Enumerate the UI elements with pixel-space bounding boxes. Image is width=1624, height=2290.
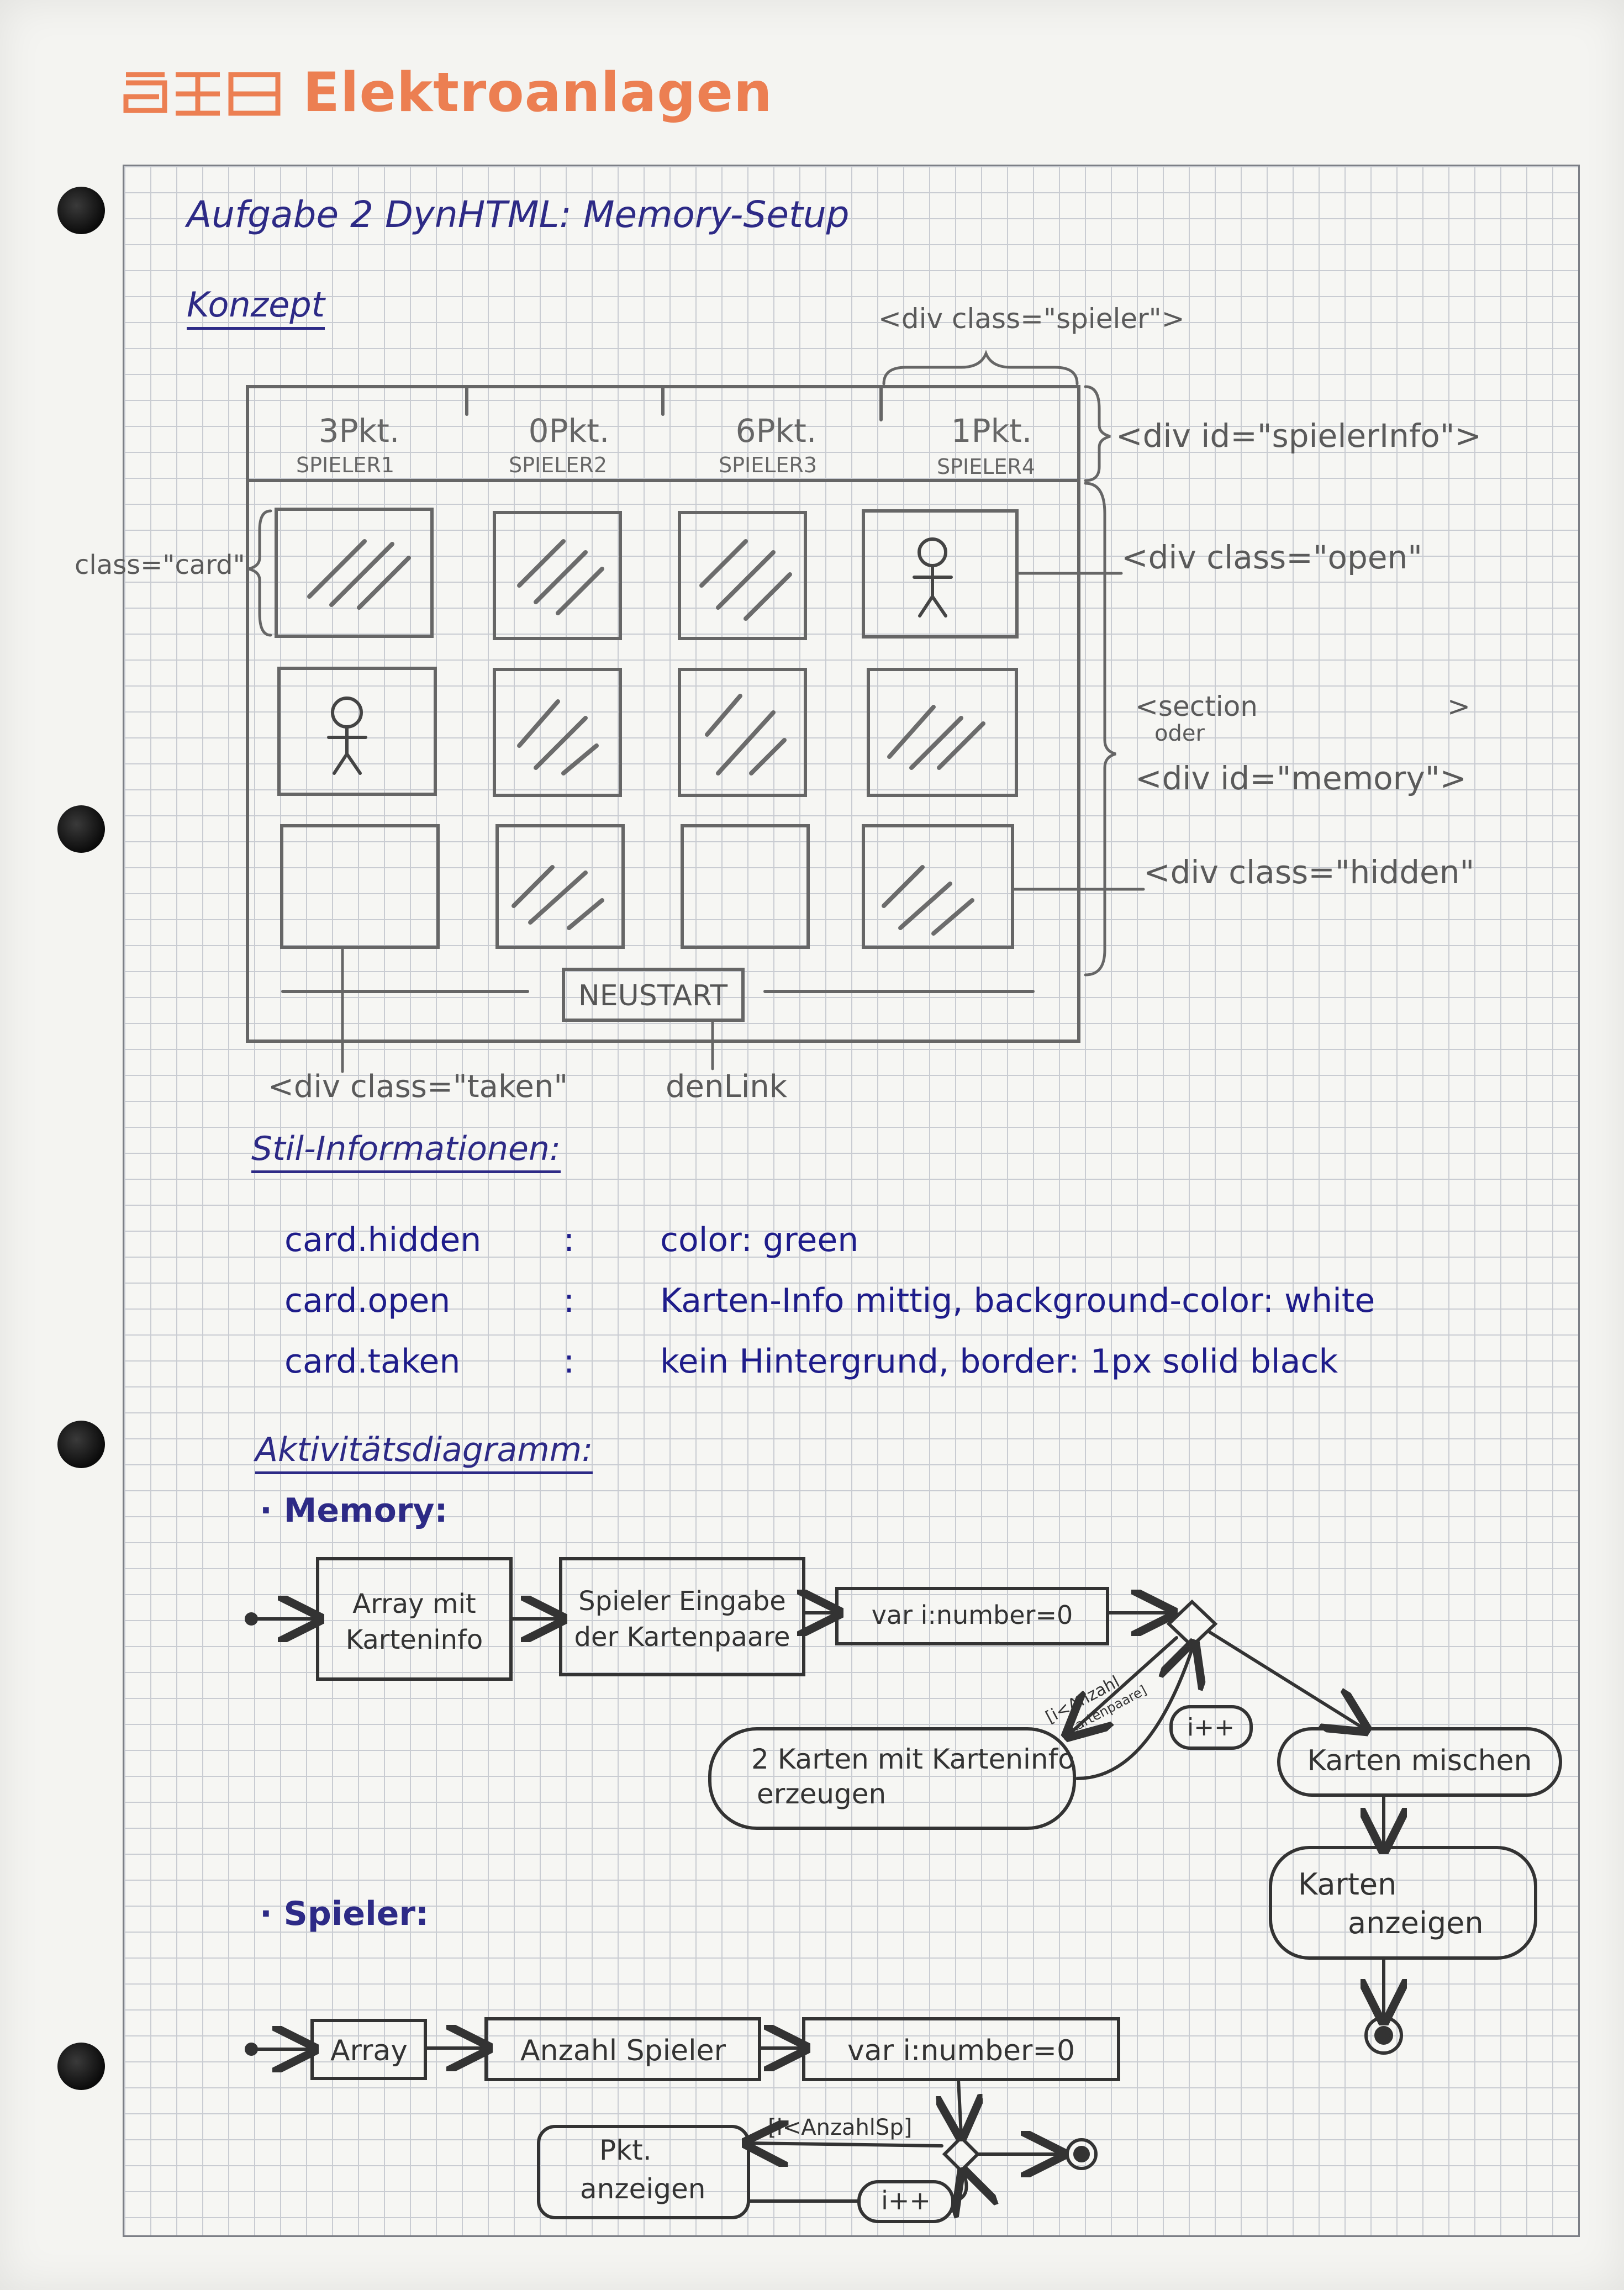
- annotation-div-taken: <div class="taken": [268, 1069, 568, 1105]
- player-points: 1Pkt.: [951, 412, 1032, 450]
- style-separator: :: [563, 1221, 575, 1259]
- memory-create-line2: erzeugen: [757, 1778, 886, 1810]
- spieler-box-count-text: Anzahl Spieler: [520, 2034, 726, 2067]
- decision-node: [942, 2135, 980, 2173]
- memory-shuffle-text: Karten mischen: [1307, 1744, 1532, 1777]
- memory-frame: [246, 385, 1080, 1043]
- memory-card: [495, 824, 625, 949]
- start-node: [245, 1612, 258, 1626]
- memory-card: [678, 511, 807, 640]
- memory-label: · Memory:: [260, 1491, 448, 1530]
- graph-paper-area: [123, 165, 1580, 2237]
- annotation-class-card: class="card": [75, 550, 245, 581]
- memory-box-input-line1: Spieler Eingabe: [578, 1586, 786, 1617]
- brand-name: Elektroanlagen: [303, 61, 773, 124]
- memory-box-var-text: var i:number=0: [872, 1600, 1073, 1630]
- memory-box-input-line2: der Kartenpaare: [574, 1622, 790, 1653]
- letterhead: Elektroanlagen: [120, 60, 773, 126]
- style-separator: :: [563, 1342, 575, 1381]
- memory-card: [277, 667, 437, 796]
- restart-button-sketch: [562, 968, 745, 1022]
- memory-card: [681, 824, 810, 949]
- memory-card: [275, 508, 434, 638]
- memory-node-show: [1269, 1846, 1537, 1960]
- annotation-div-spieler: <div class="spieler">: [878, 303, 1185, 335]
- memory-card: [867, 668, 1018, 797]
- style-selector: card.open: [284, 1281, 451, 1320]
- ael-logo-icon: [123, 72, 281, 116]
- style-rule: Karten-Info mittig, background-color: wh…: [660, 1281, 1375, 1320]
- memory-show-line2: anzeigen: [1348, 1906, 1484, 1940]
- spieler-points-line1: Pkt.: [599, 2134, 652, 2166]
- end-node: [1066, 2138, 1098, 2170]
- memory-card: [493, 511, 622, 640]
- style-rule: kein Hintergrund, border: 1px solid blac…: [660, 1342, 1338, 1381]
- player-name: SPIELER4: [937, 455, 1035, 479]
- memory-node-shuffle: [1277, 1727, 1562, 1797]
- player-name: SPIELER3: [719, 453, 817, 477]
- player-points: 3Pkt.: [319, 412, 400, 450]
- restart-button-label: NEUSTART: [578, 979, 727, 1012]
- page-title: Aufgabe 2 DynHTML: Memory-Setup: [187, 193, 850, 236]
- annotation-div-hidden: <div class="hidden": [1143, 853, 1475, 891]
- annotation-section-close: >: [1447, 690, 1470, 722]
- spieler-guard-text: [i<AnzahlSp]: [768, 2115, 912, 2140]
- annotation-div-open: <div class="open": [1121, 539, 1422, 576]
- spieler-points-line2: anzeigen: [580, 2173, 705, 2205]
- punch-hole: [57, 1421, 105, 1468]
- stil-heading: Stil-Informationen:: [251, 1130, 561, 1173]
- player-name: SPIELER2: [509, 453, 607, 477]
- player-points: 0Pkt.: [529, 412, 610, 450]
- memory-create-line1: 2 Karten mit Karteninfo: [751, 1743, 1075, 1775]
- style-selector: card.taken: [284, 1342, 461, 1381]
- annotation-oder: oder: [1154, 721, 1205, 746]
- wireframe-sketch: 3Pkt. SPIELER1 0Pkt. SPIELER2 6Pkt. SPIE…: [246, 350, 1145, 1073]
- player-name: SPIELER1: [296, 453, 394, 477]
- memory-card: [862, 824, 1014, 949]
- memory-increment-text: i++: [1187, 1713, 1235, 1742]
- spieler-label: · Spieler:: [260, 1895, 429, 1933]
- memory-box-array-line1: Array mit: [352, 1589, 476, 1619]
- spieler-increment-text: i++: [881, 2186, 931, 2215]
- memory-card: [493, 668, 622, 797]
- player-points: 6Pkt.: [736, 412, 817, 450]
- aktivitaet-heading: Aktivitätsdiagramm:: [255, 1431, 593, 1474]
- memory-box-input: [559, 1557, 805, 1676]
- annotation-div-memory: <div id="memory">: [1135, 759, 1467, 797]
- annotation-section: <section: [1135, 690, 1258, 722]
- style-rule: color: green: [660, 1221, 859, 1259]
- increment-node: [1169, 1705, 1253, 1750]
- end-node: [1364, 2016, 1403, 2055]
- start-node: [245, 2043, 258, 2056]
- style-selector: card.hidden: [284, 1221, 482, 1259]
- annotation-div-spielerinfo: <div id="spielerInfo">: [1116, 417, 1482, 455]
- spieler-node-points: [537, 2125, 750, 2219]
- spieler-box-var: [802, 2017, 1120, 2081]
- style-separator: :: [563, 1281, 575, 1320]
- memory-box-array-line2: Karteninfo: [346, 1624, 483, 1655]
- memory-card: [678, 668, 807, 797]
- memory-show-line1: Karten: [1298, 1867, 1396, 1902]
- punch-hole: [57, 805, 105, 853]
- spieler-box-array-text: Array: [330, 2034, 408, 2067]
- memory-node-create: [708, 1727, 1076, 1830]
- punch-hole: [57, 2043, 105, 2090]
- activity-diagrams: Array mit Karteninfo Spieler Eingabe der…: [245, 1557, 1562, 2223]
- konzept-heading: Konzept: [187, 284, 325, 330]
- annotation-den-link: denLink: [666, 1069, 788, 1105]
- memory-card: [862, 509, 1019, 639]
- punch-hole: [57, 187, 105, 234]
- memory-box-var: [835, 1587, 1109, 1645]
- spieler-box-var-text: var i:number=0: [847, 2034, 1075, 2067]
- memory-card: [280, 824, 440, 949]
